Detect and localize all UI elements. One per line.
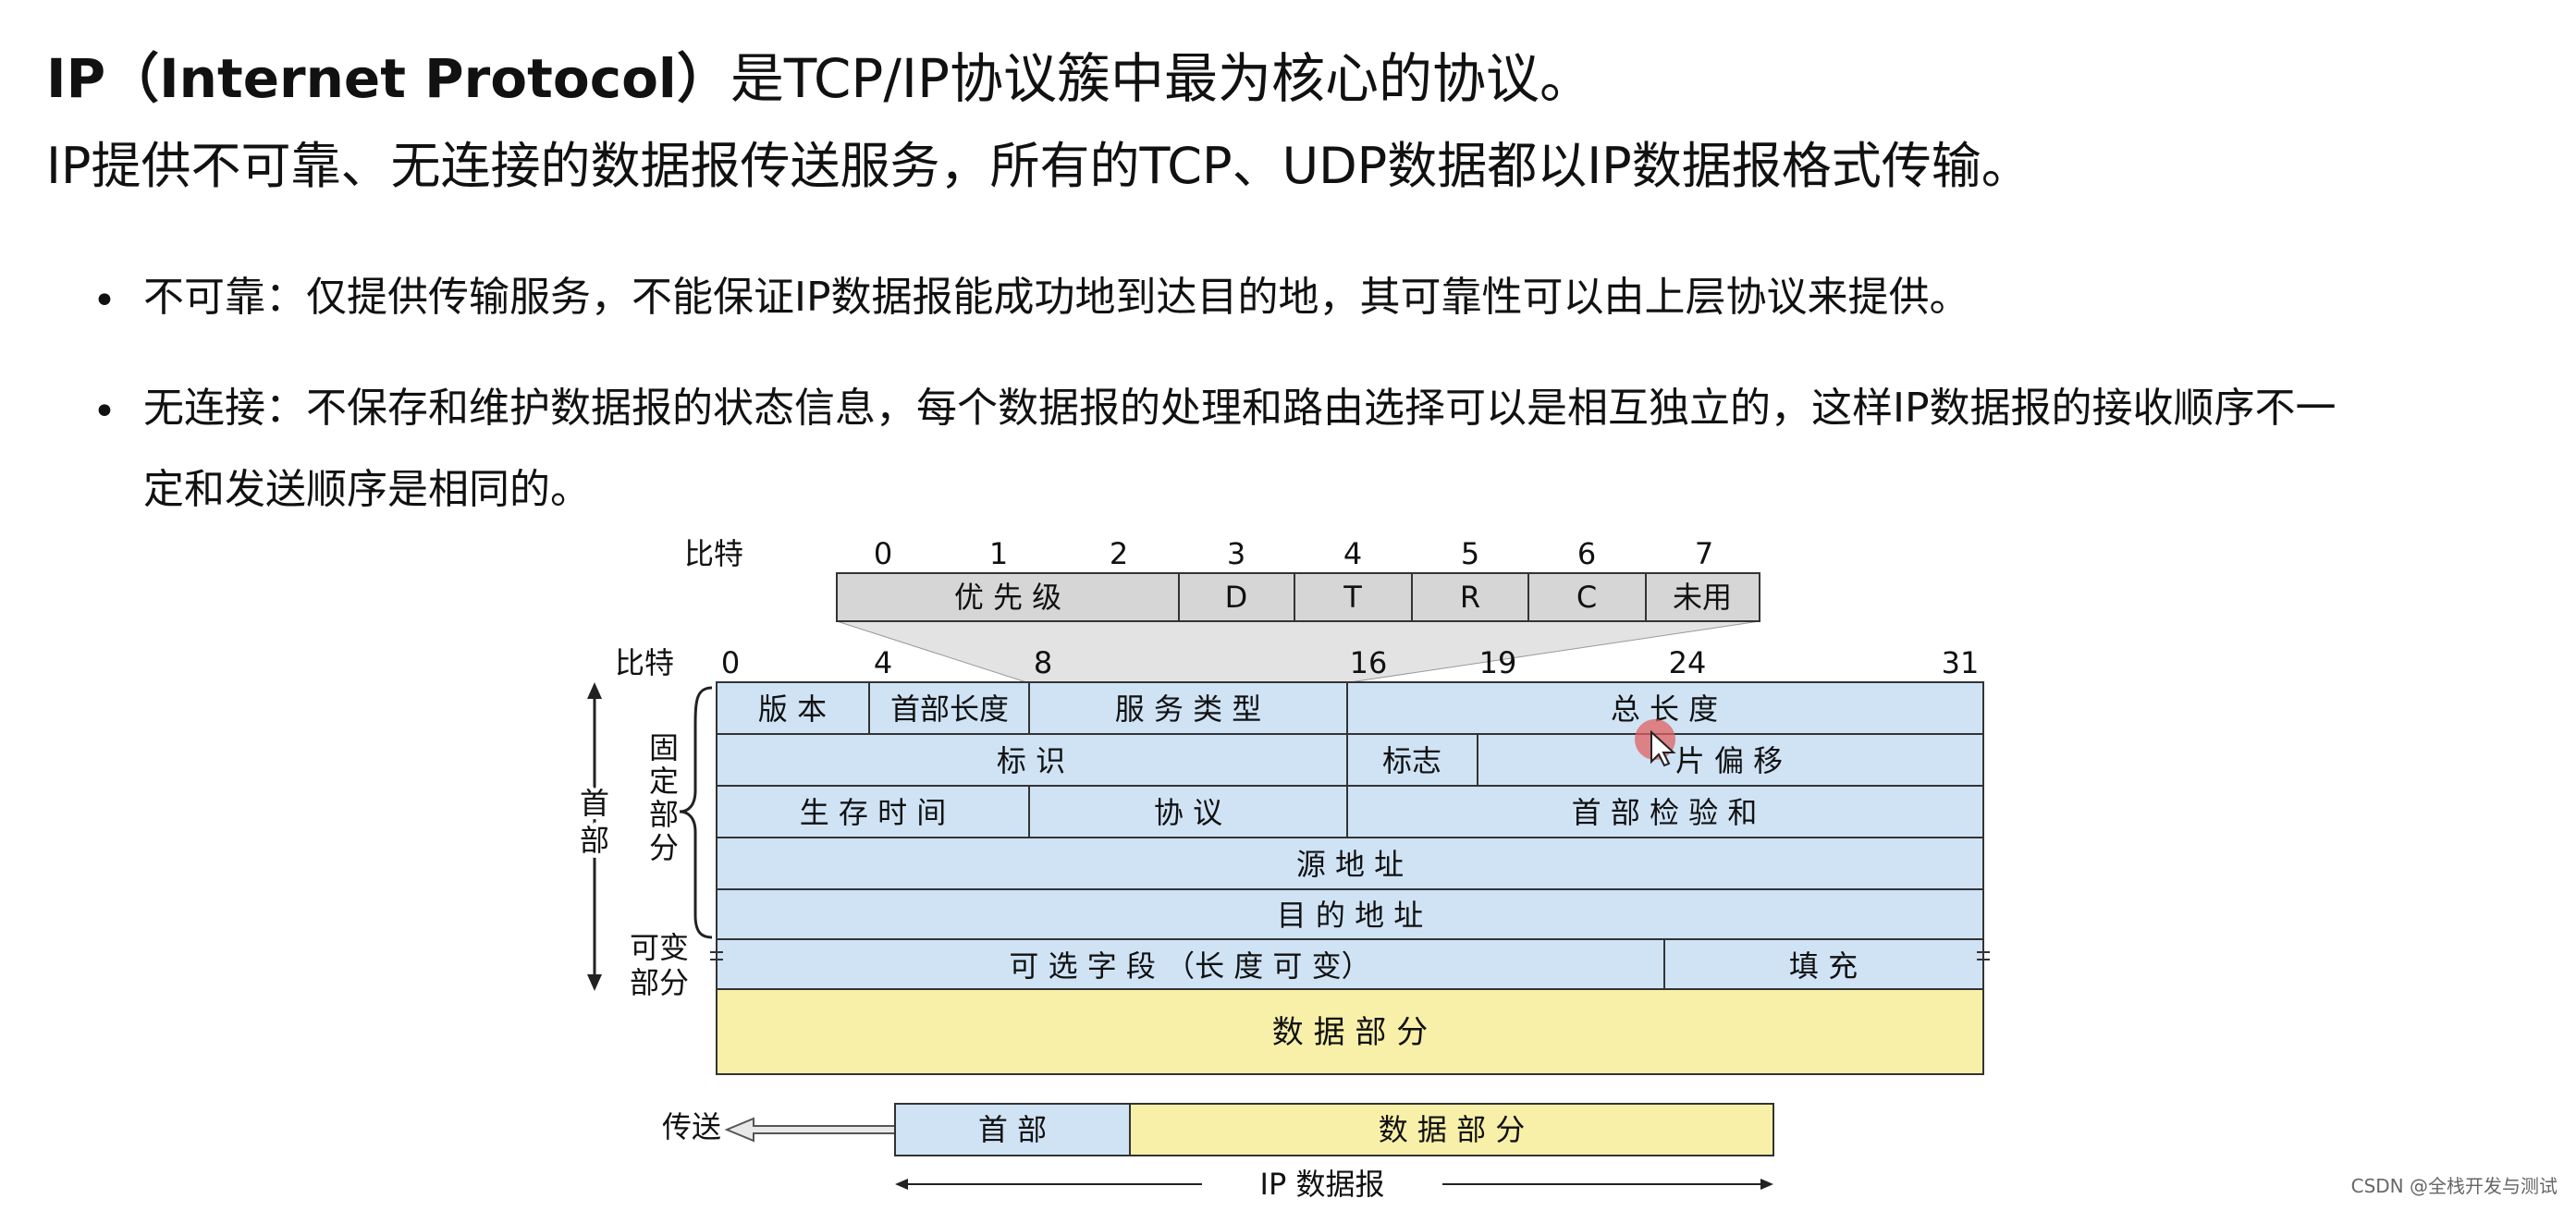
mouse-cursor-icon — [1650, 729, 1676, 767]
title-paren: （Internet Protocol） — [105, 47, 730, 110]
hdr-bits-label: 比特 — [615, 645, 674, 680]
data-part-box — [716, 988, 1984, 1075]
send-arrow — [724, 1117, 896, 1143]
tos-box — [836, 572, 1760, 622]
fixed-part-brace — [679, 686, 713, 939]
bullet-dot: • — [92, 277, 117, 324]
tos-priority: 优 先 级 — [954, 580, 1061, 615]
field-ttl: 生 存 时 间 — [800, 795, 947, 830]
field-header-length: 首部长度 — [890, 691, 1009, 727]
field-source-address: 源 地 址 — [1296, 847, 1404, 882]
field-identification: 标 识 — [997, 743, 1065, 778]
page-title: IP（Internet Protocol）是TCP/IP协议簇中最为核心的协议。 — [46, 35, 1593, 113]
packet-header-label: 首 部 — [978, 1112, 1047, 1147]
tos-bit-6: 6 — [1577, 536, 1596, 571]
fixed-label-4: 分 — [649, 830, 679, 865]
ip-header-box — [716, 681, 1984, 990]
field-padding: 填 充 — [1789, 948, 1858, 984]
field-destination-address: 目 的 地 址 — [1277, 898, 1424, 933]
tos-r: R — [1460, 580, 1480, 615]
header-label-2: 部 — [580, 823, 609, 858]
hdr-bit-8: 8 — [1034, 645, 1052, 680]
title-rest: 是TCP/IP协议簇中最为核心的协议。 — [730, 47, 1593, 110]
tos-bit-0: 0 — [874, 536, 892, 571]
fixed-label-1: 固 — [649, 730, 679, 765]
fixed-label-2: 定 — [649, 764, 679, 799]
tos-bit-5: 5 — [1461, 536, 1479, 571]
bullet-dot: • — [92, 388, 117, 435]
bullet-connectionless-line2: 定和发送顺序是相同的。 — [143, 466, 591, 513]
hdr-bit-16: 16 — [1350, 645, 1388, 680]
tos-bit-2: 2 — [1110, 536, 1128, 571]
tos-unused: 未用 — [1673, 580, 1732, 615]
header-label-1: 首 — [580, 786, 609, 821]
field-service-type: 服 务 类 型 — [1115, 691, 1262, 727]
fixed-label-3: 部 — [649, 797, 679, 832]
send-label: 传送 — [662, 1109, 721, 1144]
packet-data-box — [1129, 1103, 1774, 1156]
tos-c: C — [1576, 580, 1597, 615]
title-ip: IP — [46, 47, 106, 110]
field-fragment-offset: 片 偏 移 — [1675, 743, 1783, 778]
tos-bit-4: 4 — [1343, 536, 1362, 571]
field-version: 版 本 — [758, 691, 827, 727]
hdr-bit-4: 4 — [874, 645, 892, 680]
data-part-label: 数 据 部 分 — [1272, 1014, 1428, 1051]
packet-header-box — [894, 1103, 1131, 1156]
hdr-bit-0: 0 — [721, 645, 740, 680]
tos-d: D — [1225, 580, 1248, 615]
watermark: CSDN @全栈开发与测试 — [2350, 1175, 2558, 1197]
tos-expansion-wedge — [836, 620, 1760, 683]
variable-label-2: 部分 — [630, 965, 689, 1000]
field-flags: 标志 — [1382, 743, 1441, 778]
tos-bit-1: 1 — [989, 536, 1008, 571]
packet-data-label: 数 据 部 分 — [1379, 1112, 1526, 1147]
datagram-span-arrow — [895, 1179, 1773, 1190]
hdr-bit-24: 24 — [1669, 645, 1707, 680]
hdr-bit-19: 19 — [1479, 645, 1517, 680]
tos-t: T — [1343, 580, 1362, 615]
tos-bits-label: 比特 — [684, 536, 743, 571]
ip-datagram-label: IP 数据报 — [1260, 1167, 1385, 1202]
field-protocol: 协 议 — [1154, 795, 1222, 830]
field-total-length: 总 长 度 — [1611, 691, 1718, 727]
bullet-connectionless-line1: 无连接：不保存和维护数据报的状态信息，每个数据报的处理和路由选择可以是相互独立的… — [143, 385, 2337, 432]
variable-label-1: 可变 — [630, 930, 689, 965]
hdr-bit-31: 31 — [1942, 645, 1980, 680]
tos-bit-7: 7 — [1695, 536, 1713, 571]
bullet-unreliable: 不可靠：仅提供传输服务，不能保证IP数据报能成功地到达目的地，其可靠性可以由上层… — [143, 274, 1970, 321]
field-options: 可 选 字 段 （长 度 可 变） — [1009, 948, 1370, 984]
tos-bit-3: 3 — [1227, 536, 1245, 571]
subtitle: IP提供不可靠、无连接的数据报传送服务，所有的TCP、UDP数据都以IP数据报格… — [46, 137, 2031, 195]
field-header-checksum: 首 部 检 验 和 — [1572, 795, 1758, 830]
